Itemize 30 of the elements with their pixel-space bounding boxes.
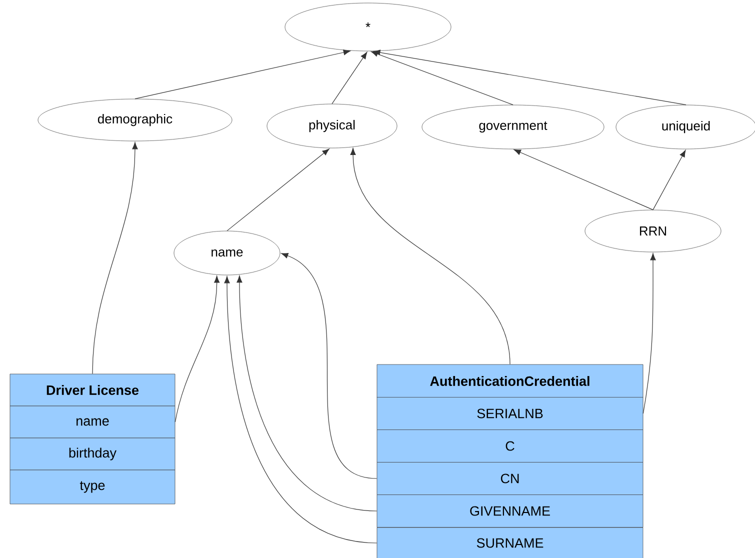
ellipse-node: government <box>422 104 604 150</box>
table-row: SERIALNB <box>376 397 644 430</box>
arrow <box>236 276 378 512</box>
arrow <box>226 148 330 232</box>
arrow <box>373 50 686 106</box>
arrow <box>224 276 378 544</box>
arrow <box>332 52 368 104</box>
arrow <box>92 142 138 374</box>
table-header: AuthenticationCredential <box>376 364 644 398</box>
table-row: SURNAME <box>376 527 644 558</box>
table-row: name <box>10 406 176 438</box>
arrow <box>652 150 686 210</box>
ellipse-node: name <box>174 230 280 276</box>
arrow <box>281 253 378 479</box>
ellipse-node: physical <box>266 104 398 148</box>
table-row: GIVENNAME <box>376 494 644 528</box>
ellipse-node: demographic <box>38 98 232 142</box>
arrow <box>370 51 514 106</box>
arrow <box>174 276 220 422</box>
table-row: birthday <box>10 438 176 470</box>
table-row: type <box>10 470 176 504</box>
table-row: CN <box>376 462 644 495</box>
ellipse-node: * <box>284 2 452 52</box>
ellipse-node: RRN <box>584 210 722 252</box>
arrow <box>350 148 510 365</box>
arrow <box>134 50 350 100</box>
arrow <box>514 149 654 210</box>
table-header: Driver License <box>10 374 176 406</box>
table-row: C <box>376 430 644 462</box>
arrow <box>642 253 656 414</box>
